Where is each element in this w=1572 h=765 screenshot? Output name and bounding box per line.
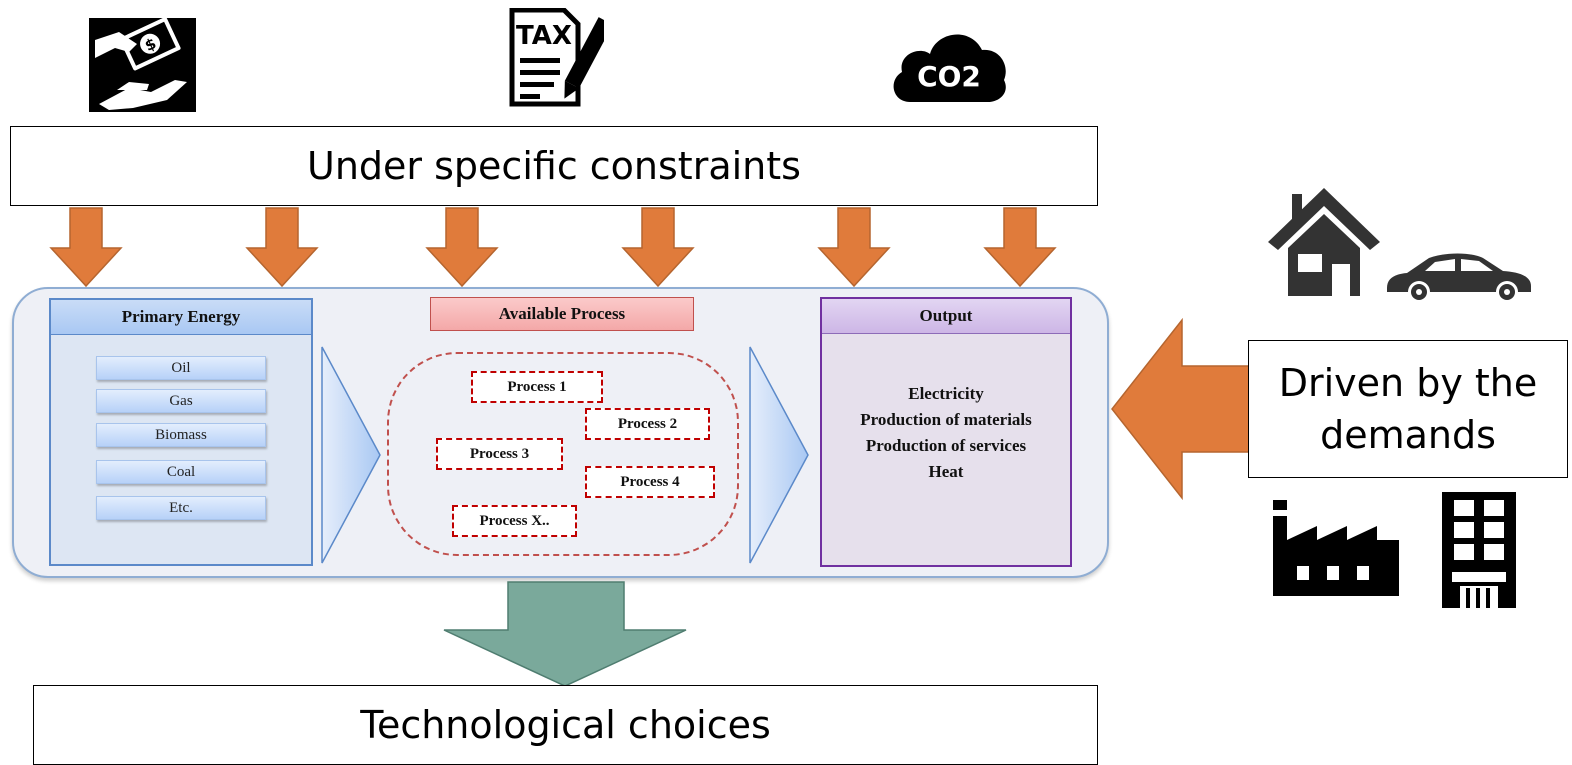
building-icon <box>1442 492 1516 608</box>
available-process-header: Available Process <box>430 297 694 331</box>
tax-text: TAX <box>516 21 572 51</box>
energy-item-coal: Coal <box>96 460 266 484</box>
car-icon <box>1387 253 1531 303</box>
co2-text: CO2 <box>917 60 981 93</box>
constraint-arrow <box>818 207 890 287</box>
factory-icon <box>1273 500 1399 596</box>
energy-item-biomass: Biomass <box>96 423 266 447</box>
demand-arrow <box>1111 318 1253 500</box>
output-item: Production of services <box>865 436 1027 455</box>
primary-energy-header: Primary Energy <box>51 300 311 335</box>
process-item: Process 3 <box>436 438 563 470</box>
co2-cloud-icon: CO2 <box>893 34 1006 103</box>
output-arrow <box>443 581 687 687</box>
process-item: Process X.. <box>452 505 577 537</box>
output-item: Heat <box>928 462 964 481</box>
output-list: Electricity Production of materials Prod… <box>822 381 1070 485</box>
money-hand-icon: $ <box>89 18 196 112</box>
constraint-arrow <box>50 207 122 287</box>
constraints-box: Under specific constraints <box>10 126 1098 206</box>
demands-box: Driven by the demands <box>1248 340 1568 478</box>
tax-document-icon: TAX <box>509 8 604 107</box>
energy-item-oil: Oil <box>96 356 266 380</box>
process-pool <box>387 352 739 556</box>
energy-item-gas: Gas <box>96 389 266 413</box>
process-item: Process 4 <box>585 466 715 498</box>
primary-energy-title: Primary Energy <box>121 307 241 326</box>
flow-chevron-right <box>749 346 809 564</box>
technological-choices-label: Technological choices <box>360 703 771 747</box>
flow-chevron-left <box>321 346 381 564</box>
process-item: Process 2 <box>585 408 710 440</box>
process-item: Process 1 <box>471 371 603 403</box>
energy-item-etc: Etc. <box>96 496 266 520</box>
constraints-label: Under specific constraints <box>307 144 801 188</box>
constraint-arrow <box>246 207 318 287</box>
constraint-arrow <box>984 207 1056 287</box>
constraint-arrows <box>50 207 1056 287</box>
output-header: Output <box>822 299 1070 334</box>
constraint-arrow <box>426 207 498 287</box>
constraint-arrow <box>622 207 694 287</box>
output-panel: Output Electricity Production of materia… <box>820 297 1072 567</box>
output-item: Production of materials <box>860 410 1032 429</box>
available-process-title: Available Process <box>498 304 626 323</box>
primary-energy-panel: Primary Energy Oil Gas Biomass Coal Etc. <box>49 298 313 566</box>
house-icon <box>1268 188 1380 296</box>
output-title: Output <box>919 306 973 325</box>
demands-label: Driven by the demands <box>1278 361 1538 457</box>
output-item: Electricity <box>908 384 984 403</box>
technological-choices-box: Technological choices <box>33 685 1098 765</box>
